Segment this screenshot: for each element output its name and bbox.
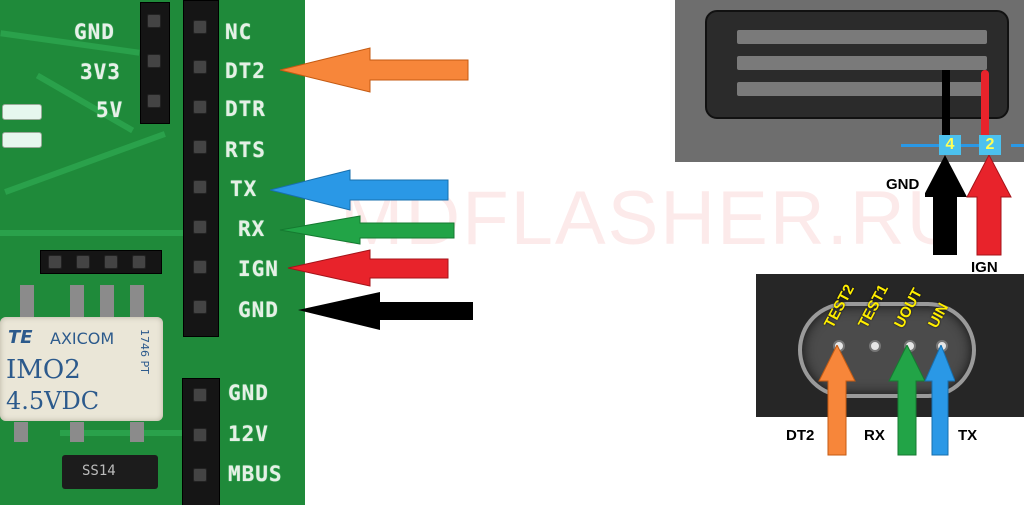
- header-pin: [147, 54, 161, 68]
- silk-label-gnd-left: GND: [74, 20, 115, 44]
- header-pin: [193, 100, 207, 114]
- port-arrows: [818, 345, 955, 456]
- port-label-rx: RX: [864, 427, 885, 444]
- header-pin: [132, 255, 146, 269]
- led-component: [2, 132, 42, 148]
- wire-red: [981, 70, 989, 140]
- silk-label-ign: IGN: [238, 257, 279, 281]
- diode-component: SS14: [62, 455, 158, 489]
- component-lead: [100, 285, 114, 321]
- arrow-port-dt2: [818, 345, 856, 456]
- connector-pin-row: [737, 82, 987, 96]
- pcb-photo: GND 3V3 5V NC DT2 DTR RTS TX RX IGN GND …: [0, 0, 305, 505]
- header-pin: [193, 20, 207, 34]
- silk-label-dt2: DT2: [225, 59, 266, 83]
- connector-label-gnd: GND: [886, 176, 920, 193]
- silk-label-dtr: DTR: [225, 97, 266, 121]
- silk-label-3v3: 3V3: [80, 60, 121, 84]
- ecu-connector-photo: 4 2: [675, 0, 1024, 162]
- port-label-dt2: DT2: [786, 427, 815, 444]
- relay-date-code: 1746 PT: [138, 329, 151, 374]
- diode-label: SS14: [82, 463, 116, 479]
- header-pin: [193, 388, 207, 402]
- service-port-photo: TEST2 TEST1 UOUT UIN: [756, 274, 1024, 417]
- component-lead: [20, 285, 34, 321]
- port-label-tx: TX: [958, 427, 978, 444]
- connector-housing: [705, 10, 1009, 119]
- connector-pin-row: [737, 30, 987, 44]
- component-lead: [14, 422, 28, 442]
- guide-line: [901, 144, 939, 147]
- relay-brand: TE: [8, 327, 33, 348]
- silk-label-mbus: MBUS: [228, 462, 283, 486]
- header-pin: [48, 255, 62, 269]
- pcb-trace: [60, 430, 190, 436]
- silk-label-rx: RX: [238, 217, 266, 241]
- connector-arrows: [925, 155, 1012, 256]
- pin-badge-4: 4: [939, 135, 961, 155]
- connector-pin-row: [737, 56, 987, 70]
- component-lead: [130, 422, 144, 442]
- silk-label-5v: 5V: [96, 98, 124, 122]
- pin-header-main: [183, 0, 219, 337]
- arrow-ign: [287, 249, 449, 287]
- pointer-arrows: [270, 47, 473, 330]
- arrow-tx: [270, 169, 449, 211]
- arrow-connector-ign: [966, 155, 1012, 256]
- header-pin: [193, 300, 207, 314]
- header-pin: [76, 255, 90, 269]
- component-lead: [70, 422, 84, 442]
- component-lead: [70, 285, 84, 321]
- silk-label-12v: 12V: [228, 422, 269, 446]
- arrow-port-rx: [888, 345, 926, 456]
- silk-label-gnd-lower: GND: [228, 381, 269, 405]
- header-pin: [193, 60, 207, 74]
- component-lead: [130, 285, 144, 321]
- header-pin: [193, 140, 207, 154]
- pin-badge-2: 2: [979, 135, 1001, 155]
- wire-black: [942, 70, 950, 140]
- pcb-trace: [0, 230, 190, 236]
- connector-label-ign: IGN: [971, 259, 998, 276]
- arrow-dt2: [279, 47, 469, 93]
- header-pin: [147, 94, 161, 108]
- header-pin: [193, 428, 207, 442]
- arrow-connector-gnd: [925, 155, 967, 255]
- guide-line: [960, 144, 980, 147]
- pcb-trace: [0, 30, 140, 56]
- relay-brand2: AXICOM: [50, 329, 115, 348]
- guide-line: [1011, 144, 1024, 147]
- arrow-port-tx: [924, 345, 955, 456]
- arrow-gnd: [298, 292, 473, 330]
- arrow-rx: [279, 215, 455, 245]
- header-pin: [104, 255, 118, 269]
- header-pin: [193, 180, 207, 194]
- relay-component: TE AXICOM IMO2 4.5VDC 1746 PT: [0, 317, 163, 421]
- silk-label-rts: RTS: [225, 138, 266, 162]
- pad-test1: [869, 340, 881, 352]
- relay-model: IMO2: [6, 355, 81, 385]
- header-pin: [147, 14, 161, 28]
- silk-label-gnd-right: GND: [238, 298, 279, 322]
- silk-label-tx: TX: [230, 177, 258, 201]
- led-component: [2, 104, 42, 120]
- silk-label-nc: NC: [225, 20, 253, 44]
- relay-voltage: 4.5VDC: [6, 387, 100, 415]
- header-pin: [193, 220, 207, 234]
- header-pin: [193, 260, 207, 274]
- header-pin: [193, 468, 207, 482]
